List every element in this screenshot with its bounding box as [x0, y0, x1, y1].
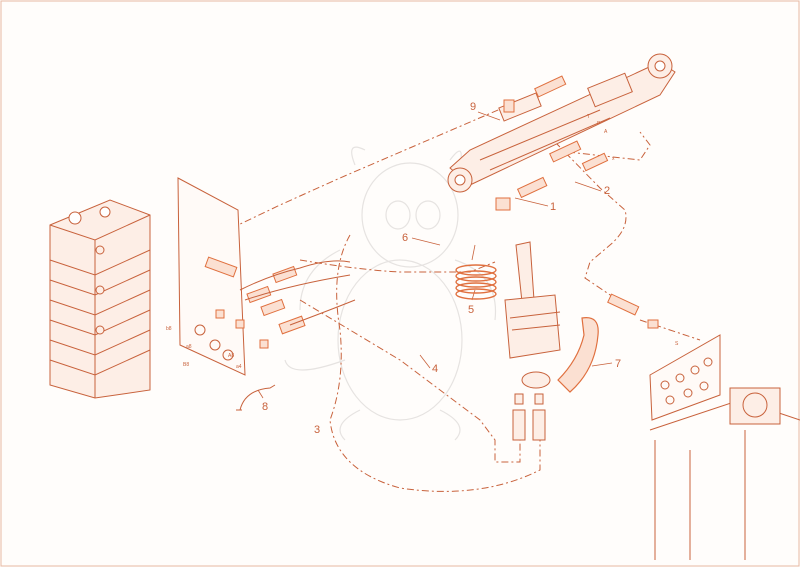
- control-valve: [49, 199, 151, 399]
- leader-lines: [257, 111, 613, 399]
- small-hose: [236, 384, 276, 411]
- callout-3: 3: [314, 424, 320, 436]
- callout-1: 1: [550, 201, 556, 213]
- hose-path-3: [329, 234, 541, 492]
- spring-part: [455, 264, 497, 300]
- callouts: 1 2 3 4 5 6 7 8 9: [262, 101, 621, 436]
- left-hoses: [239, 260, 356, 326]
- port-label-b8: b8: [166, 326, 172, 332]
- right-fittings: [607, 293, 659, 329]
- port-label-s: S: [675, 341, 679, 347]
- dashed-lines: [189, 103, 701, 492]
- port-labels: b8 a8 B8 A8 a4 T P A x S: [166, 114, 679, 370]
- hydraulic-cylinder: [447, 53, 676, 193]
- port-label-a8-lower: A8: [228, 353, 234, 359]
- hose-path-1: [567, 131, 651, 161]
- port-label-x: x: [612, 156, 615, 162]
- hose-path-4: [299, 299, 521, 463]
- joystick-assembly: [504, 241, 561, 441]
- hose-path-6: [299, 259, 496, 273]
- callout-5: 5: [468, 304, 474, 316]
- port-label-a8: a8: [186, 344, 192, 350]
- rubber-boot: [557, 317, 599, 393]
- callout-2: 2: [604, 185, 610, 197]
- callout-6: 6: [402, 232, 408, 244]
- port-label-a: A: [604, 129, 608, 135]
- port-label-p: P: [597, 121, 601, 127]
- cylinder-fittings: [495, 75, 609, 211]
- hose-path-9: [189, 103, 513, 266]
- callout-7: 7: [615, 358, 621, 370]
- left-mounting-plate: [177, 177, 246, 376]
- left-plate-fittings: [204, 256, 306, 349]
- cab-frame: [649, 387, 800, 560]
- port-label-a4: a4: [236, 364, 242, 370]
- callout-9: 9: [470, 101, 476, 113]
- watermark-mascot: [284, 146, 497, 441]
- callout-4: 4: [432, 363, 438, 375]
- hose-path-2: [554, 141, 627, 306]
- right-mounting-plate: [649, 334, 721, 421]
- callout-8: 8: [262, 401, 268, 413]
- port-label-b8-lower: B8: [183, 362, 189, 368]
- port-label-t: T: [587, 114, 590, 120]
